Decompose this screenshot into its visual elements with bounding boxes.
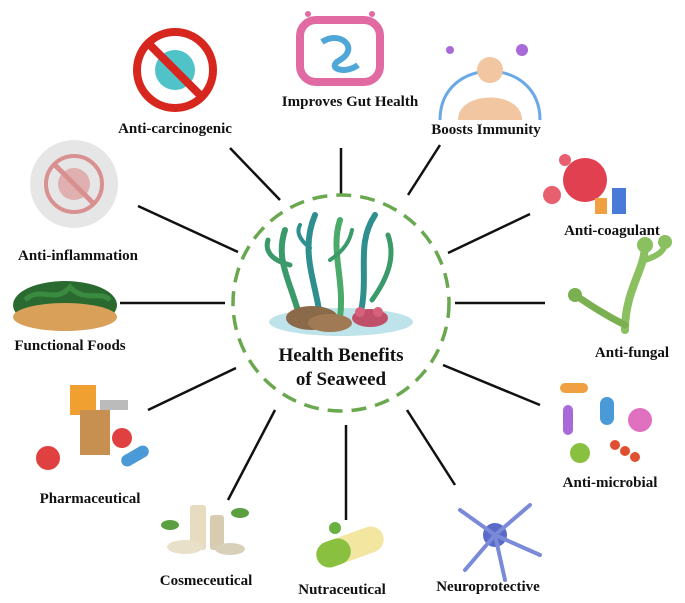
label-anticoagulant: Anti-coagulant [564,223,660,239]
label-anticarcinogenic: Anti-carcinogenic [118,121,232,137]
label-pharmaceutical: Pharmaceutical [39,491,141,507]
medicine-icon [36,385,149,470]
label-nutraceutical: Nutraceutical [298,582,386,598]
connector-antimicrobial [442,363,541,407]
label-antifungal: Anti-fungal [594,345,670,361]
seaweed-bowl-icon [13,281,117,331]
fungus-icon [568,235,672,334]
label-functional-foods: Functional Foods [14,338,126,354]
intestine-icon [296,11,384,86]
human-body-icon [438,44,542,121]
center-title: Health Benefits of Seaweed [241,344,441,392]
neuron-icon [458,503,542,582]
label-cosmeceutical: Cosmeceutical [159,573,253,589]
label-antimicrobial: Anti-microbial [562,475,658,491]
connector-neuroprotective [405,409,457,486]
cosmetics-icon [161,505,249,555]
microbes-icon [560,383,652,463]
label-gut-health: Improves Gut Health [281,94,419,110]
label-neuroprotective: Neuroprotective [436,579,540,595]
connector-anticarcinogenic [229,147,281,201]
seaweed-illustration [264,212,413,336]
center-title-line1: Health Benefits [278,345,404,366]
no-inflammation-icon [30,140,118,228]
no-cancer-icon [133,28,217,112]
blood-virus-icon [543,154,626,214]
connector-antiinflammation [137,204,239,254]
connector-cosmeceutical [226,409,277,501]
center-title-line2: of Seaweed [295,369,387,390]
connector-pharmaceutical [147,366,237,412]
connector-anticoagulant [447,212,531,255]
label-antiinflammation: Anti-inflammation [18,248,138,264]
label-immunity: Boosts Immunity [431,122,541,138]
capsule-icon [316,522,384,568]
connector-immunity [406,144,442,196]
